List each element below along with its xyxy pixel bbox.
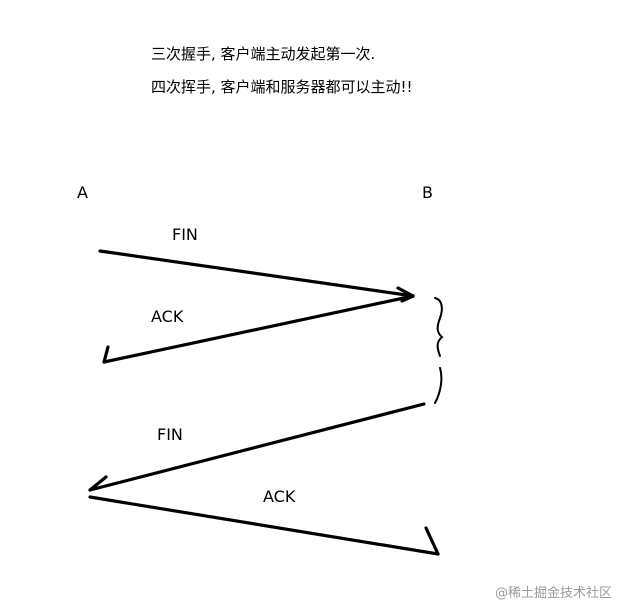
message-arrow-ack-1 xyxy=(102,294,415,364)
message-arrow-fin-2 xyxy=(88,402,426,492)
watermark: @稀土掘金技术社区 xyxy=(494,586,612,601)
message-arrow-ack-2 xyxy=(88,495,440,556)
curly-brace-lower xyxy=(434,367,443,404)
caption-three-way-handshake: 三次握手, 客户端主动发起第一次. xyxy=(151,45,376,63)
message-arrow-fin-1 xyxy=(98,249,415,303)
message-fin-1-label: FIN xyxy=(172,225,198,244)
message-ack-2-label: ACK xyxy=(263,487,296,506)
caption-four-way-wave: 四次挥手, 客户端和服务器都可以主动!! xyxy=(151,78,413,96)
endpoint-b-label: B xyxy=(422,183,433,202)
endpoint-a-label: A xyxy=(77,183,88,202)
curly-brace xyxy=(434,297,444,357)
message-ack-1-label: ACK xyxy=(151,307,184,326)
message-fin-2-label: FIN xyxy=(157,425,183,444)
